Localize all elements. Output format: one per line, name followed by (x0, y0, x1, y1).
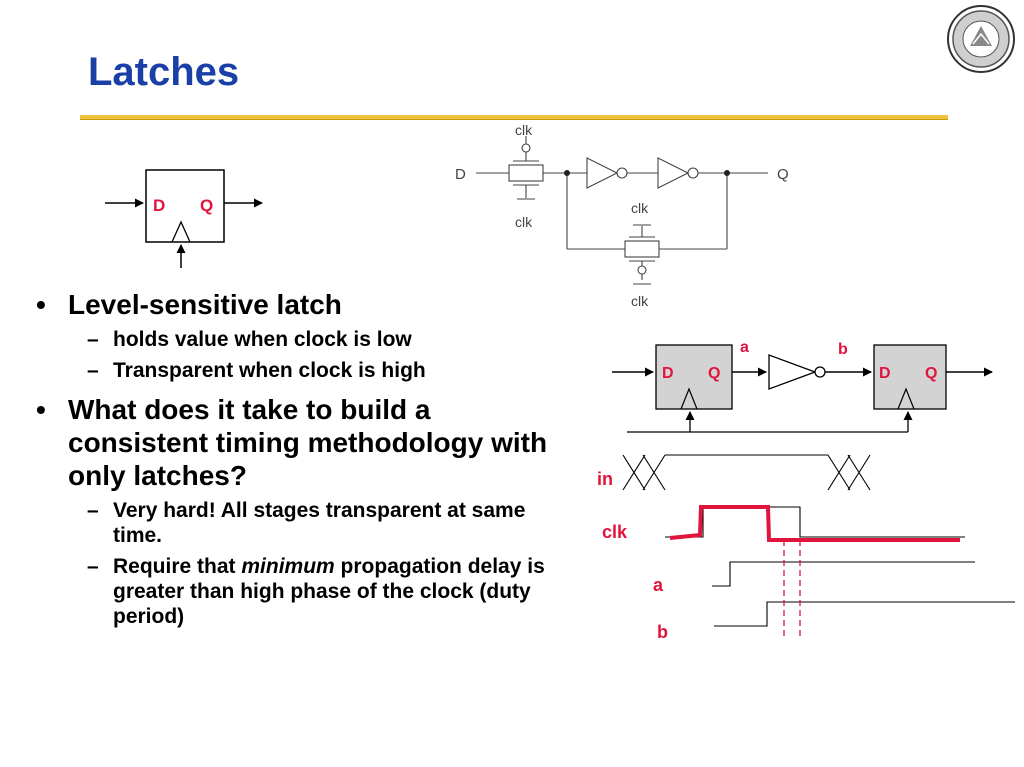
bullet-list: Level-sensitive latch holds value when c… (30, 288, 570, 635)
timing-diagram: in clk a b (597, 454, 1015, 642)
pipe-node-a: a (740, 339, 749, 356)
timing-in-label: in (597, 469, 613, 489)
bullet-level-sensitive: Level-sensitive latch (30, 288, 570, 321)
circuit-clkbar-bottom: clk (631, 293, 649, 309)
require-text-pre: Require that (113, 555, 242, 578)
pipe-latch2-d: D (879, 365, 891, 382)
require-text-em: minimum (241, 555, 335, 578)
pipe-latch1-q: Q (708, 365, 720, 382)
latch-pipeline-diagram: D Q D Q a b (612, 339, 993, 433)
timing-a-label: a (653, 575, 664, 595)
circuit-clk-bottom: clk (631, 200, 649, 216)
pipe-latch1-d: D (662, 365, 674, 382)
sub-bullet-require: Require that minimum propagation delay i… (30, 554, 570, 629)
latch-1 (655, 344, 733, 410)
timing-clk-label: clk (602, 522, 628, 542)
clk-highlight (669, 505, 960, 542)
pipe-latch2-q: Q (925, 365, 937, 382)
title-underline (80, 115, 948, 120)
sub-bullet-holds-value: holds value when clock is low (30, 327, 570, 352)
latch-d-label: D (153, 196, 165, 215)
pipe-node-b: b (838, 341, 848, 358)
timing-b-label: b (657, 622, 668, 642)
circuit-d-label: D (455, 166, 466, 183)
circuit-clkbar-top: clk (515, 214, 533, 230)
page-title: Latches (88, 50, 240, 94)
circuit-q-label: Q (777, 166, 789, 183)
transmission-gate-latch-circuit: D Q clk clk clk clk (455, 122, 789, 309)
latch-q-label: Q (200, 196, 213, 215)
bullet-timing-question: What does it take to build a consistent … (30, 393, 570, 492)
sub-bullet-transparent: Transparent when clock is high (30, 358, 570, 383)
sub-bullet-very-hard: Very hard! All stages transparent at sam… (30, 498, 570, 548)
university-seal-icon (947, 5, 1015, 73)
circuit-clk-top: clk (515, 122, 533, 138)
require-text-post: propagation delay is greater than high p… (113, 555, 545, 628)
latch-symbol: D Q (105, 169, 263, 268)
